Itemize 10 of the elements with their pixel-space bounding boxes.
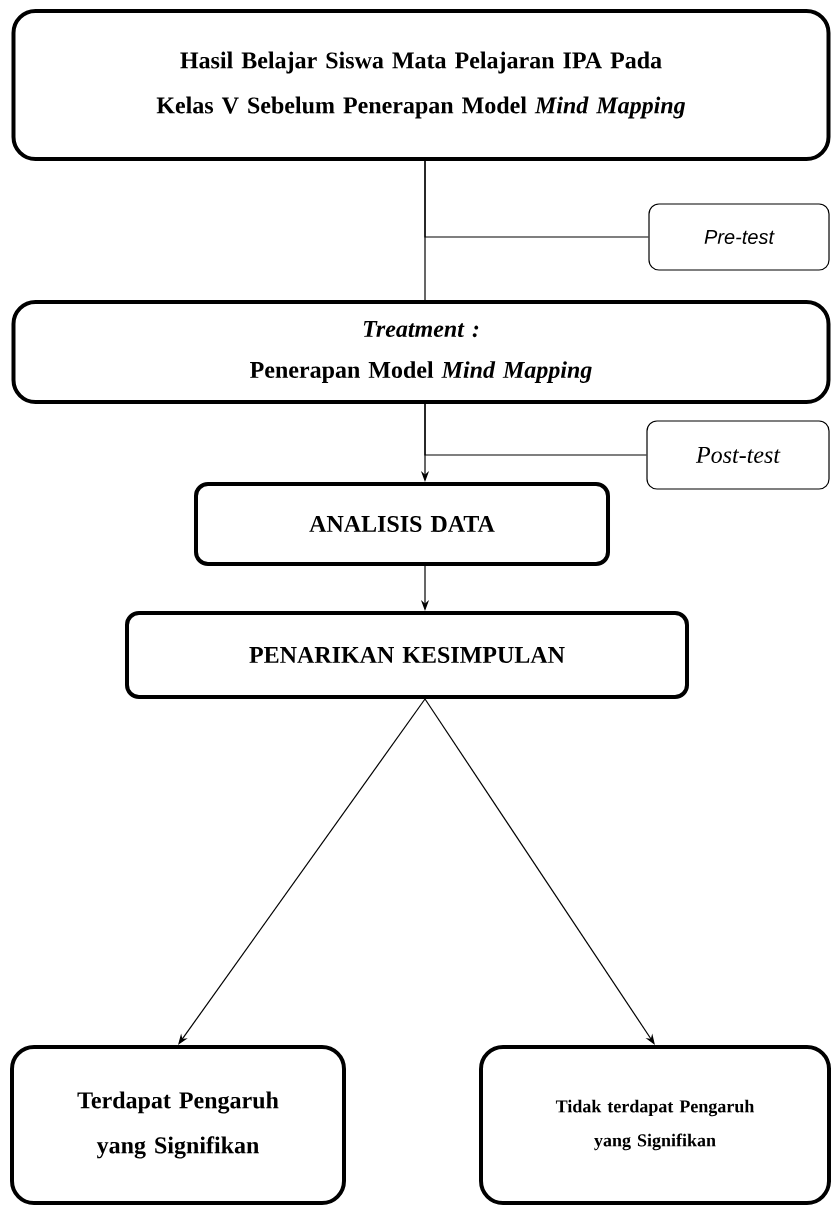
label-box: Pre-test <box>648 203 830 271</box>
arrow <box>178 698 426 1045</box>
arrow <box>424 698 655 1045</box>
process-box: Tidak terdapat Pengaruh yang Signifikan <box>479 1045 831 1205</box>
process-box: Terdapat Pengaruh yang Signifikan <box>10 1045 346 1205</box>
process-box: Hasil Belajar Siswa Mata Pelajaran IPA Pada Kelas V Sebelum Penerapan Model Mind Mapping <box>11 9 831 161</box>
process-box: ANALISIS DATA <box>194 482 610 566</box>
process-box: PENARIKAN KESIMPULAN <box>125 611 689 699</box>
label-box: Post-test <box>646 420 830 490</box>
process-box: Treatment : Penerapan Model Mind Mapping <box>11 300 831 404</box>
